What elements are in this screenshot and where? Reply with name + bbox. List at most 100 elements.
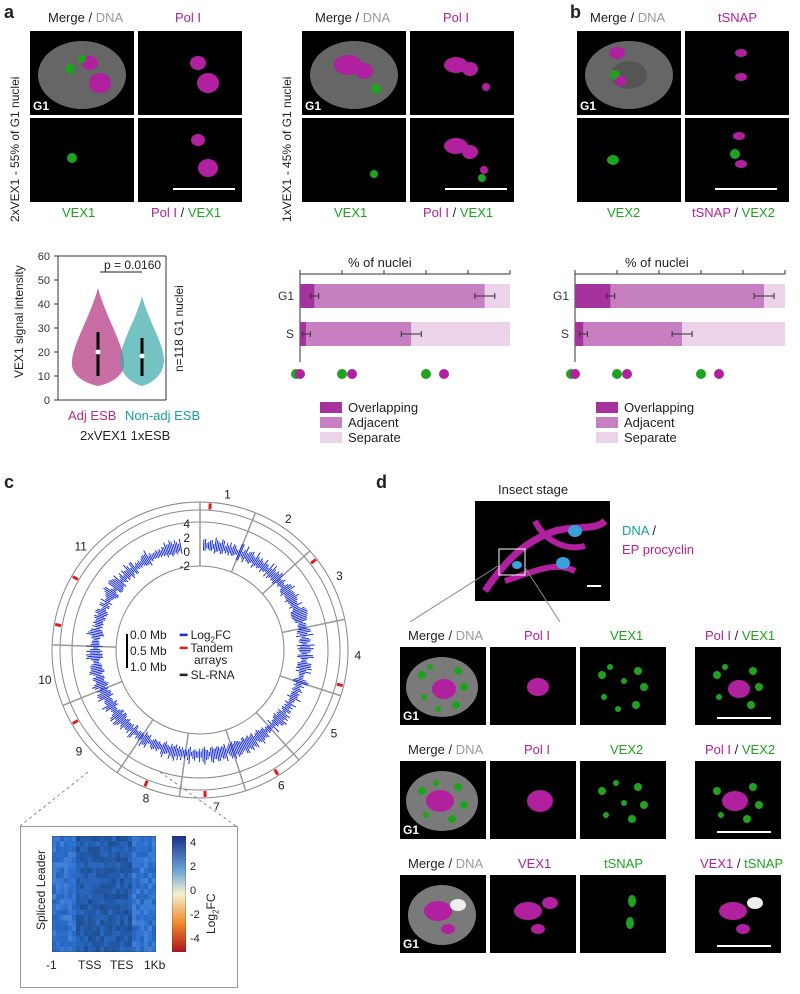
label-g1: G1	[33, 99, 50, 113]
chromosome-label: 4	[355, 649, 362, 663]
micrograph-tsnap-vex2	[685, 118, 789, 202]
heatmap-inset-box	[20, 826, 238, 988]
chromosome-label: 2	[285, 512, 292, 526]
bar-xtick: 60	[419, 270, 433, 271]
chromosome-label: 6	[278, 778, 285, 792]
dot-icon	[421, 369, 431, 379]
violin-ylabel: VEX1 signal intensity	[12, 265, 26, 378]
bar-row-label: G1	[553, 289, 569, 303]
dot-icon	[612, 369, 622, 379]
legend-separate: Separate	[320, 430, 418, 445]
legend-slrna: ━ SL-RNA	[180, 668, 235, 682]
legend-overlapping: Overlapping	[596, 400, 694, 415]
micrograph-insect-stage	[475, 501, 610, 601]
label-pol1: Pol I	[175, 10, 202, 25]
bar-segment-overlapping-g1	[575, 284, 611, 308]
legend-overlapping: Overlapping	[320, 400, 418, 415]
scale-00: 0.0 Mb	[130, 628, 167, 642]
label-g1: G1	[403, 823, 420, 837]
label-merge-dna: Merge / DNA	[315, 10, 391, 25]
panel-label-b: b	[570, 2, 581, 22]
label-vex2: VEX2	[610, 742, 644, 757]
side-label-1xvex1: 1xVEX1 - 45% of G1 nuclei	[280, 76, 294, 222]
dot-icon	[622, 369, 632, 379]
micrograph-merge-1xvex1: G1	[302, 31, 406, 115]
stacked-bar-chart-b: 020406080100G1S	[553, 270, 795, 379]
bar-row-label: S	[286, 327, 294, 341]
micrograph-d-tsnap-3	[580, 875, 666, 953]
bar-xtick: 100	[500, 270, 520, 271]
panel-label-a: a	[4, 2, 15, 22]
bars-a-title: % of nuclei	[348, 255, 412, 270]
chromosome-label: 11	[75, 539, 88, 553]
micrograph-d-pol1-vex2-2	[695, 761, 781, 839]
dot-icon	[337, 369, 347, 379]
chromosome-label: 1	[224, 490, 231, 501]
circos-axis-tick: 0	[183, 545, 190, 559]
legend-adjacent: Adjacent	[596, 415, 694, 430]
heatmap-ylabel: Spliced Leader	[34, 849, 48, 930]
bar-segment-adjacent-s	[583, 322, 683, 346]
circos-axis-tick: 2	[183, 531, 190, 545]
label-pol1: Pol I	[443, 10, 470, 25]
bars-b-title: % of nuclei	[625, 255, 689, 270]
violin-ytick: 40	[38, 299, 50, 311]
label-vex1: VEX1	[610, 628, 644, 643]
violin-ytick: 10	[38, 371, 50, 383]
dot-icon	[570, 369, 580, 379]
dot-icon	[439, 369, 449, 379]
violin-cat2: Non-adj ESB	[125, 408, 201, 423]
chromosome-label: 7	[213, 800, 220, 810]
heatmap-xtick-start: -1	[46, 958, 57, 972]
dot-icon	[696, 369, 706, 379]
label-vex1: VEX1	[518, 856, 552, 871]
chromosome-label: 5	[331, 727, 338, 741]
bars-b-legend: Overlapping Adjacent Separate	[596, 400, 694, 445]
micrograph-vex1-2xvex1	[30, 118, 134, 202]
micrograph-d-merge-1: G1	[400, 647, 486, 725]
violin-pvalue: p = 0.0160	[104, 258, 162, 272]
bar-row-label: G1	[278, 289, 294, 303]
violin-median-non-adj	[139, 353, 145, 359]
label-tsnap-vex2: tSNAP / VEX2	[692, 205, 775, 220]
label-g1: G1	[305, 99, 322, 113]
micrograph-d-merge-3: G1	[400, 875, 486, 953]
label-ep-procyclin: EP procyclin	[622, 542, 695, 557]
bar-xtick: 20	[335, 270, 349, 271]
micrograph-d-vex1-tsnap-3	[695, 875, 781, 953]
bar-xtick: 40	[652, 270, 666, 271]
side-label-2xvex1: 2xVEX1 - 55% of G1 nuclei	[8, 76, 22, 222]
bar-xtick: 80	[461, 270, 475, 271]
bar-segment-adjacent-g1	[314, 284, 485, 308]
scale-bar	[717, 831, 771, 833]
bar-segment-adjacent-s	[306, 322, 412, 346]
micrograph-d-vex2-2	[580, 761, 666, 839]
scale-10: 1.0 Mb	[130, 660, 167, 674]
label-tsnap: tSNAP	[604, 856, 644, 871]
bar-xtick: 40	[377, 270, 391, 271]
bar-segment-separate-s	[411, 322, 510, 346]
label-tsnap: tSNAP	[718, 10, 758, 25]
label-vex1: VEX1	[334, 205, 368, 220]
dot-icon	[295, 369, 305, 379]
scale-bar	[173, 188, 235, 190]
heatmap-xtick-end: 1Kb	[144, 958, 166, 972]
label-merge-dna: Merge / DNA	[590, 10, 666, 25]
micrograph-d-pol1-2	[490, 761, 576, 839]
label-vex1: VEX1	[62, 205, 96, 220]
bar-row-label: S	[561, 327, 569, 341]
label-pol1: Pol I	[524, 628, 551, 643]
dot-icon	[714, 369, 724, 379]
bar-xtick: 60	[694, 270, 708, 271]
legend-separate: Separate	[596, 430, 694, 445]
label-merge-dna: Merge / DNA	[408, 856, 484, 871]
insect-stage-label: Insect stage	[498, 482, 569, 497]
violin-ytick: 30	[38, 323, 50, 335]
zoom-lines	[20, 771, 237, 827]
label-dna-ep: DNA /	[622, 523, 656, 538]
scale-bar	[715, 188, 777, 190]
scale-bar	[587, 585, 601, 587]
heatmap	[52, 836, 156, 952]
